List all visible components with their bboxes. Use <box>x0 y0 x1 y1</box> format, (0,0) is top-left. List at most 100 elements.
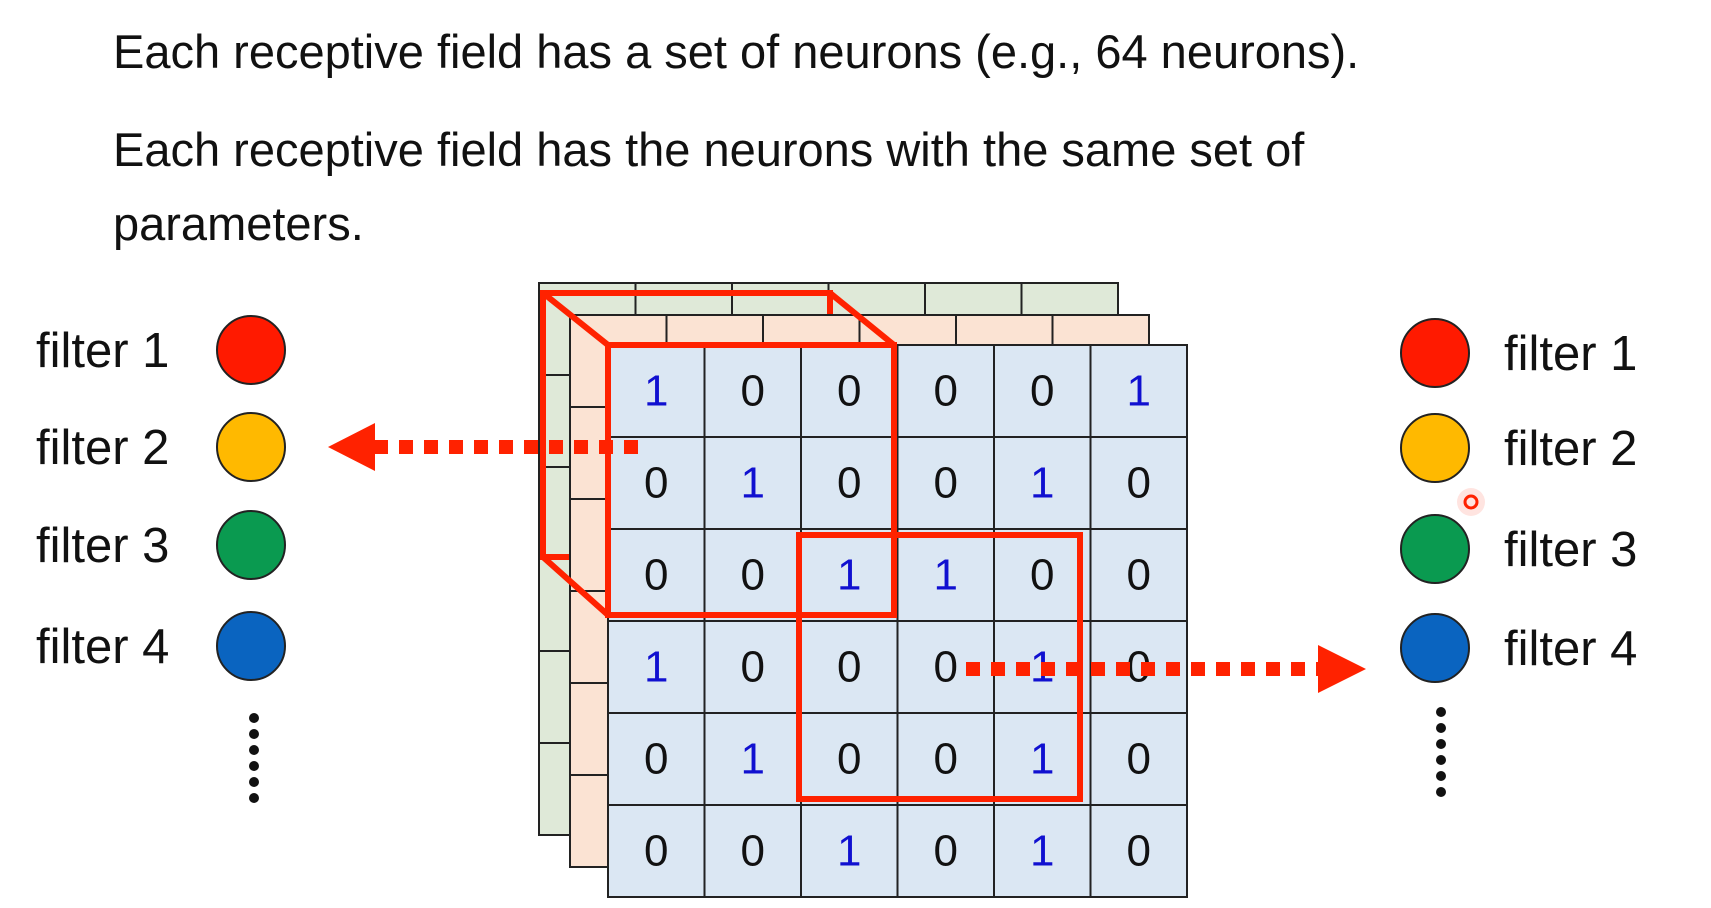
grid-cell: 0 <box>1089 804 1188 898</box>
cell-value: 0 <box>934 827 958 876</box>
cursor-indicator-icon <box>1457 488 1485 516</box>
arrowhead-left-icon <box>328 423 375 471</box>
filter-legend-item: filter 3 <box>1400 514 1637 584</box>
grid-cell: 0 <box>800 436 899 530</box>
filter-label: filter 1 <box>36 324 169 378</box>
grid-cell: 1 <box>703 712 802 806</box>
filter-color-dot-icon <box>216 611 286 681</box>
grid-cell: 0 <box>896 712 995 806</box>
filter-legend-item: filter 4 <box>1400 613 1637 683</box>
grid-cell: 1 <box>607 344 706 438</box>
cell-value: 0 <box>934 643 958 692</box>
receptive-field-box-1 <box>605 342 897 618</box>
grid-cell: 0 <box>703 344 802 438</box>
grid-cell: 0 <box>1089 436 1188 530</box>
grid-cell: 0 <box>800 344 899 438</box>
grid-cell: 1 <box>703 436 802 530</box>
grid-cell: 0 <box>607 712 706 806</box>
grid-cell: 0 <box>703 804 802 898</box>
cell-value: 1 <box>1127 367 1151 416</box>
cell-value: 0 <box>837 735 861 784</box>
grid-cell: 0 <box>993 344 1092 438</box>
right-filter-legend: filter 1 filter 2 filter 3 filter 4 <box>1400 318 1637 797</box>
cell-value: 1 <box>644 367 668 416</box>
filter-legend-item: filter 1 <box>1400 318 1637 388</box>
filter-legend-item: filter 2 <box>1400 413 1637 483</box>
grid-cell: 1 <box>896 528 995 622</box>
filter-color-dot-icon <box>1400 514 1470 584</box>
arrowhead-right-icon <box>1318 645 1366 693</box>
filter-label: filter 2 <box>1504 422 1637 476</box>
grid-cell: 0 <box>607 436 706 530</box>
cell-value: 0 <box>644 735 668 784</box>
grid-cell: 1 <box>1089 344 1188 438</box>
grid-cell: 0 <box>607 804 706 898</box>
grid-cell: 1 <box>993 804 1092 898</box>
cell-value: 0 <box>1030 367 1054 416</box>
grid-cell: 1 <box>993 712 1092 806</box>
filter-label: filter 4 <box>1504 622 1637 676</box>
grid-cell: 0 <box>800 712 899 806</box>
cell-value: 0 <box>644 459 668 508</box>
filter-color-dot-icon <box>216 315 286 385</box>
filter-label: filter 1 <box>1504 327 1637 381</box>
cell-value: 0 <box>741 367 765 416</box>
filter-color-dot-icon <box>1400 413 1470 483</box>
cell-value: 0 <box>741 551 765 600</box>
grid-cell: 0 <box>896 436 995 530</box>
filter-label: filter 3 <box>36 519 169 573</box>
cell-value: 1 <box>837 827 861 876</box>
cell-value: 0 <box>1030 551 1054 600</box>
filter-color-dot-icon <box>216 510 286 580</box>
filter-label: filter 4 <box>36 620 169 674</box>
grid-cell: 0 <box>896 804 995 898</box>
cell-value: 0 <box>644 827 668 876</box>
grid-cell: 0 <box>896 344 995 438</box>
cell-value: 0 <box>837 459 861 508</box>
vertical-ellipsis-icon <box>249 713 259 803</box>
cell-value: 1 <box>1030 827 1054 876</box>
cell-value: 0 <box>1127 459 1151 508</box>
grid-cell: 0 <box>703 528 802 622</box>
cell-value: 0 <box>1127 551 1151 600</box>
cell-value: 0 <box>1127 735 1151 784</box>
grid-cell: 0 <box>1089 528 1188 622</box>
cell-value: 0 <box>644 551 668 600</box>
left-filter-legend: filter 1 filter 2 filter 3 filter 4 <box>36 315 286 803</box>
cell-value: 1 <box>1030 735 1054 784</box>
heading-line-2: Each receptive field has the neurons wit… <box>113 123 1305 176</box>
cell-value: 1 <box>741 459 765 508</box>
grid-cell: 0 <box>993 528 1092 622</box>
grid-cell: 0 <box>800 620 899 714</box>
grid-cell: 0 <box>607 528 706 622</box>
cell-value: 1 <box>741 735 765 784</box>
filter-legend-item: filter 2 <box>36 412 286 482</box>
right-arrow <box>966 645 1366 693</box>
cell-value: 0 <box>837 643 861 692</box>
filter-legend-item: filter 1 <box>36 315 286 385</box>
receptive-field-cube-edges <box>541 290 896 618</box>
cell-value: 0 <box>1127 827 1151 876</box>
grid-cell: 0 <box>703 620 802 714</box>
front-input-grid: 100001010010001100100010010010001010 <box>607 344 1188 898</box>
left-arrow <box>328 423 638 471</box>
cell-value: 0 <box>837 367 861 416</box>
grid-cell: 1 <box>800 804 899 898</box>
cell-value: 0 <box>934 459 958 508</box>
grid-cell: 1 <box>993 436 1092 530</box>
filter-color-dot-icon <box>1400 318 1470 388</box>
filter-legend-item: filter 4 <box>36 611 286 681</box>
grid-cell: 1 <box>800 528 899 622</box>
vertical-ellipsis-icon <box>1436 707 1446 797</box>
cell-value: 0 <box>741 827 765 876</box>
cell-value: 1 <box>644 643 668 692</box>
filter-color-dot-icon <box>216 412 286 482</box>
cell-value: 0 <box>741 643 765 692</box>
filter-legend-item: filter 3 <box>36 510 286 580</box>
heading-line-3: parameters. <box>113 197 364 250</box>
filter-label: filter 2 <box>36 421 169 475</box>
grid-cell: 0 <box>1089 712 1188 806</box>
filter-label: filter 3 <box>1504 523 1637 577</box>
cell-value: 1 <box>934 551 958 600</box>
